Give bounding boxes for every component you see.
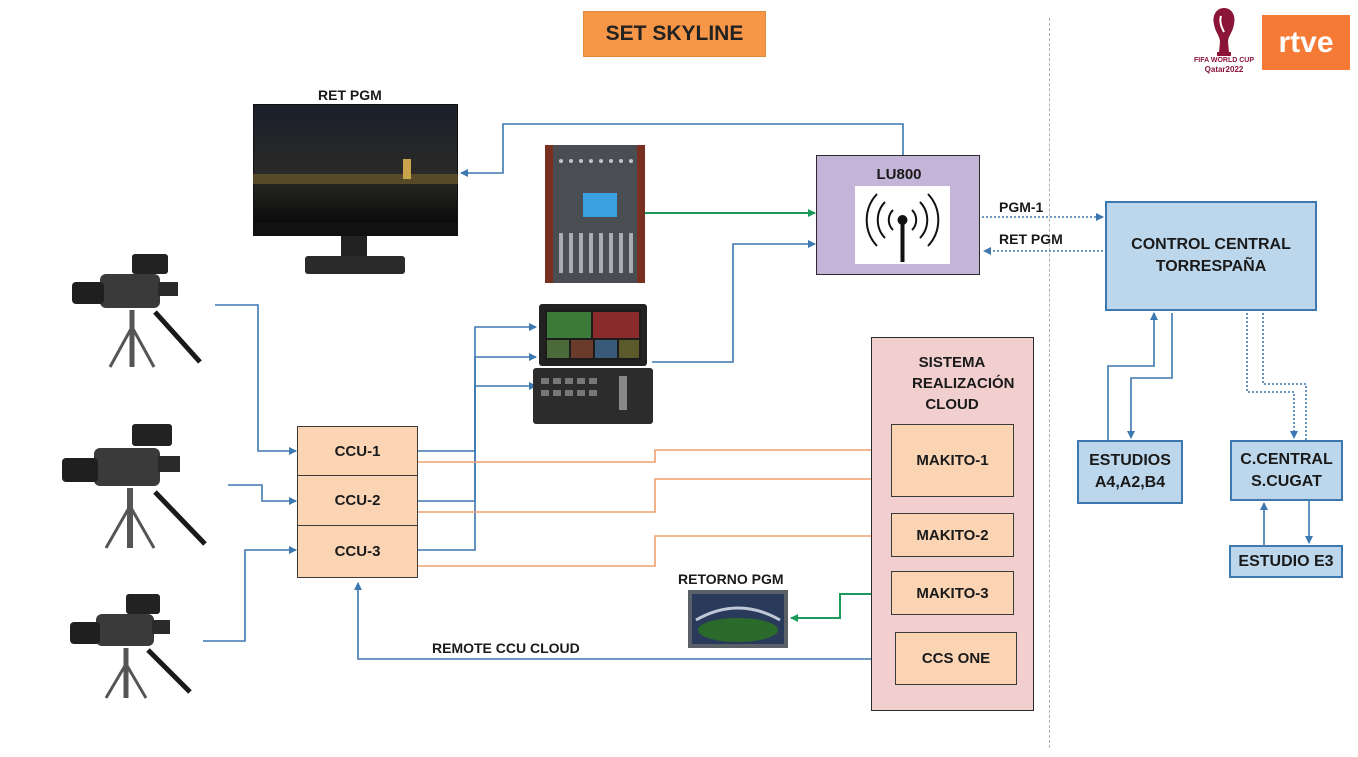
- rtve-logo-text: rtve: [1278, 25, 1334, 59]
- rtve-logo: rtve: [1262, 15, 1350, 70]
- ccu-1-box: CCU-1: [297, 426, 418, 476]
- c-central-box: C.CENTRAL S.CUGAT: [1230, 440, 1343, 501]
- ccu-2-label: CCU-2: [334, 492, 381, 509]
- ccu2-to-switcher: [418, 353, 537, 502]
- camera-icon: [72, 254, 202, 368]
- makito-2-label: MAKITO-2: [916, 526, 989, 544]
- monitor-icon: [253, 104, 458, 274]
- c-central-label: C.CENTRAL S.CUGAT: [1240, 450, 1333, 490]
- antenna-signal-icon: [865, 193, 940, 262]
- makito-3-box: MAKITO-3: [891, 571, 1014, 615]
- fifa-text-1: FIFA WORLD CUP: [1193, 57, 1254, 64]
- control-central-label: CONTROL CENTRAL TORRESPAÑA: [1131, 236, 1291, 275]
- ret-pgm-monitor-label: RET PGM: [318, 87, 382, 103]
- camera-2: [60, 422, 210, 552]
- lu800-box: LU800: [816, 155, 980, 275]
- video-switcher: [533, 304, 653, 424]
- audio-mixer-icon: [545, 145, 645, 283]
- switcher-to-lu800: [652, 240, 816, 363]
- lu800-to-monitor: [460, 123, 904, 177]
- estudios-box: ESTUDIOS A4,A2,B4: [1077, 440, 1183, 504]
- estudio-e3-label: ESTUDIO E3: [1238, 552, 1334, 570]
- makito-3-label: MAKITO-3: [916, 584, 989, 602]
- ccs-one-label: CCS ONE: [921, 650, 991, 667]
- pgm1-link-label: PGM-1: [999, 199, 1044, 215]
- audio-mixer: [545, 145, 645, 283]
- ccu3-to-switcher: [418, 382, 537, 551]
- fifa-text-2: Qatar2022: [1204, 65, 1244, 74]
- antenna-icon: [855, 186, 950, 264]
- ccu3-to-makito2: [418, 532, 890, 567]
- ccsone-to-ccu3: [354, 582, 894, 660]
- cc-to-estudios-a: [1107, 312, 1158, 440]
- cam3-to-ccu3: [203, 546, 297, 642]
- makito-2-box: MAKITO-2: [891, 513, 1014, 557]
- fifa-trophy-icon: [1213, 8, 1235, 56]
- ccu1-to-switcher: [418, 323, 537, 452]
- makito-1-label: MAKITO-1: [916, 452, 989, 469]
- remote-ccu-cloud-label: REMOTE CCU CLOUD: [432, 640, 580, 656]
- fifa-logo: FIFA WORLD CUP Qatar2022: [1190, 2, 1258, 74]
- cam2-to-ccu2: [228, 484, 297, 505]
- makito3-to-retorno: [790, 593, 890, 622]
- cc-to-ccentral-dotted-a: [1262, 313, 1307, 440]
- video-switcher-icon: [533, 304, 653, 424]
- control-central-box: CONTROL CENTRAL TORRESPAÑA: [1105, 201, 1317, 311]
- cc-to-ccentral-dotted-b: [1246, 313, 1298, 439]
- cam1-to-ccu1: [215, 304, 297, 455]
- ccu-3-label: CCU-3: [334, 543, 381, 560]
- ccu1-to-makito1: [418, 446, 890, 463]
- ret-pgm-monitor: [253, 104, 458, 276]
- camera-1: [70, 252, 210, 372]
- camera-icon: [62, 424, 207, 549]
- ccu-2-box: CCU-2: [297, 475, 418, 526]
- camera-icon: [70, 594, 192, 699]
- ccs-one-box: CCS ONE: [895, 632, 1017, 685]
- cloud-system-title: SISTEMA REALIZACIÓN CLOUD: [912, 354, 1015, 413]
- diagram-title: SET SKYLINE: [583, 11, 766, 57]
- stadium-monitor-icon: [688, 590, 788, 648]
- lu800-title: LU800: [876, 166, 922, 183]
- retorno-pgm-label: RETORNO PGM: [678, 571, 784, 587]
- ccu-3-box: CCU-3: [297, 525, 418, 578]
- diagram-title-text: SET SKYLINE: [605, 22, 744, 45]
- section-divider: [1049, 18, 1050, 748]
- estudios-label: ESTUDIOS A4,A2,B4: [1089, 452, 1171, 491]
- ccu2-to-makito1: [418, 475, 890, 513]
- estudio-e3-box: ESTUDIO E3: [1229, 545, 1343, 578]
- cc-to-estudios-b: [1127, 313, 1173, 439]
- camera-3: [68, 592, 198, 702]
- makito-1-box: MAKITO-1: [891, 424, 1014, 497]
- ccu-1-label: CCU-1: [334, 442, 381, 460]
- ret-pgm-link-label: RET PGM: [999, 231, 1063, 247]
- retorno-pgm-monitor: [688, 590, 788, 648]
